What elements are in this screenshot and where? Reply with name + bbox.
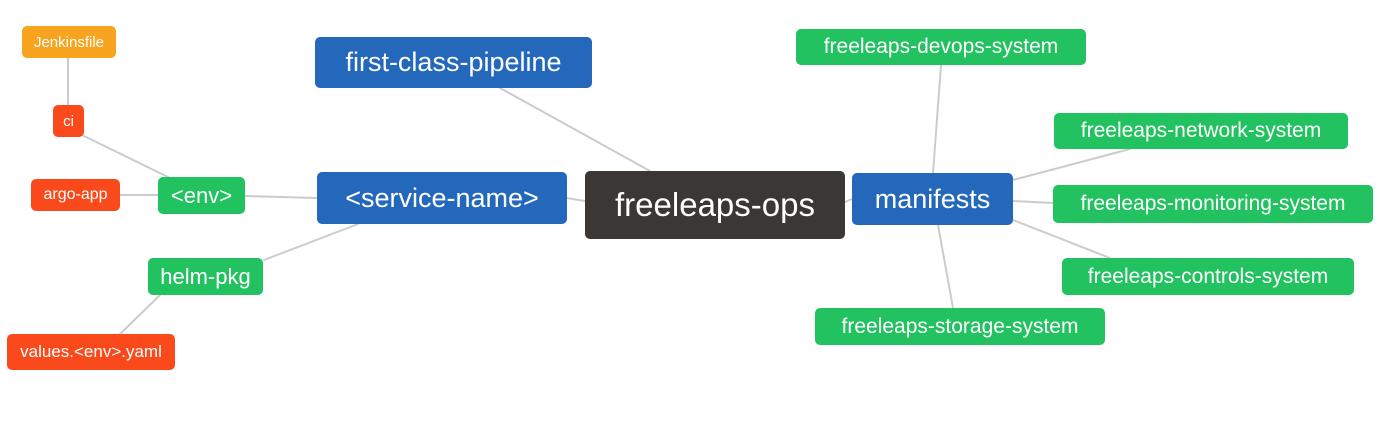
node-values-env-yaml[interactable]: values.<env>.yaml: [7, 334, 175, 370]
node-first-class-pipeline[interactable]: first-class-pipeline: [315, 37, 592, 88]
edge-service-name-root: [566, 197, 586, 202]
node-freeleaps-storage-system[interactable]: freeleaps-storage-system: [815, 308, 1105, 345]
edge-env-service-name: [244, 195, 318, 199]
node-freeleaps-monitoring-system[interactable]: freeleaps-monitoring-system: [1053, 185, 1373, 223]
edge-values-helm-pkg: [119, 294, 161, 335]
edge-manifests-devops: [932, 64, 942, 174]
edge-root-manifests: [844, 198, 853, 203]
node-helm-pkg[interactable]: helm-pkg: [148, 258, 263, 295]
node-jenkinsfile[interactable]: Jenkinsfile: [22, 26, 116, 58]
node-service-name[interactable]: <service-name>: [317, 172, 567, 224]
node-argo-app[interactable]: argo-app: [31, 179, 120, 211]
edge-manifests-storage: [937, 224, 954, 309]
edge-pipeline-root: [499, 87, 651, 172]
node-manifests[interactable]: manifests: [852, 173, 1013, 225]
node-env[interactable]: <env>: [158, 177, 245, 214]
edge-manifests-monitoring: [1012, 200, 1054, 204]
edge-manifests-network: [1012, 148, 1131, 181]
edge-manifests-controls: [1012, 219, 1111, 259]
node-freeleaps-ops[interactable]: freeleaps-ops: [585, 171, 845, 239]
node-freeleaps-controls-system[interactable]: freeleaps-controls-system: [1062, 258, 1354, 295]
node-freeleaps-network-system[interactable]: freeleaps-network-system: [1054, 113, 1348, 149]
edge-ci-env: [81, 134, 171, 179]
node-ci[interactable]: ci: [53, 105, 84, 137]
edge-helm-pkg-service-name: [263, 223, 359, 261]
node-freeleaps-devops-system[interactable]: freeleaps-devops-system: [796, 29, 1086, 65]
